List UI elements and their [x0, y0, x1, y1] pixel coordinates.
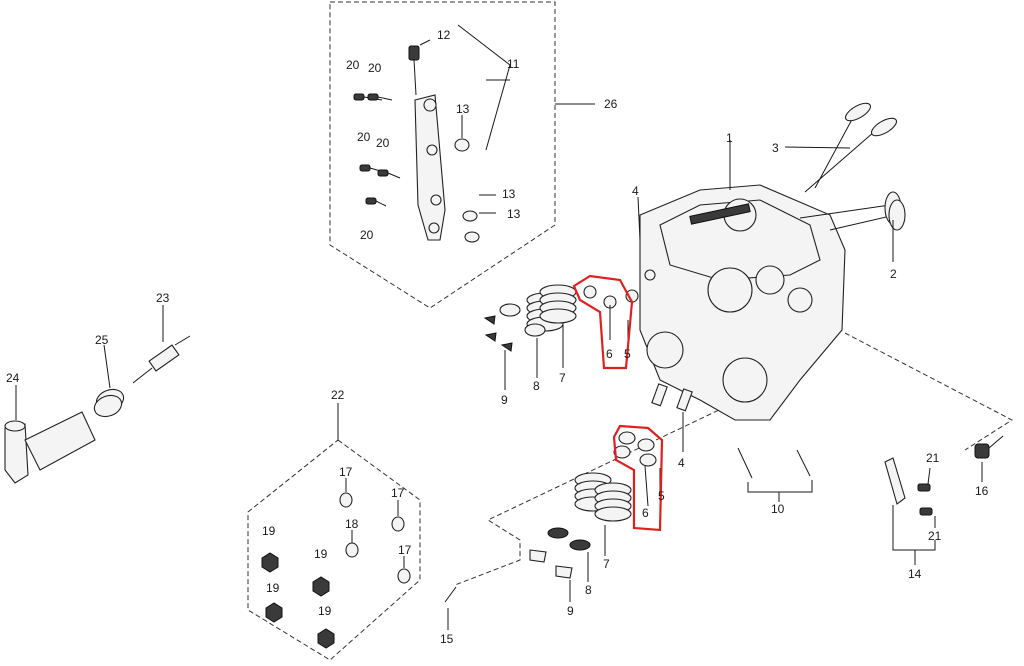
bracket-14 [884, 457, 933, 516]
valve-springs-upper [483, 269, 656, 352]
label-12: 12 [437, 28, 451, 42]
label-21b: 21 [928, 529, 942, 543]
label-18: 18 [345, 517, 359, 531]
label-15: 15 [440, 632, 454, 646]
label-7a: 7 [559, 371, 566, 385]
cylinder-head [639, 184, 846, 421]
dashed-leaders [454, 332, 1013, 586]
label-4a: 4 [632, 184, 639, 198]
label-16: 16 [975, 484, 989, 498]
label-8b: 8 [585, 583, 592, 597]
bolts-20 [353, 93, 401, 207]
label-22: 22 [331, 388, 345, 402]
label-8a: 8 [533, 379, 540, 393]
label-21a: 21 [926, 451, 940, 465]
group-box-26 [329, 1, 595, 309]
group-box-22 [247, 403, 421, 661]
nuts-19 [261, 552, 335, 649]
label-13b: 13 [502, 187, 516, 201]
label-9b: 9 [567, 604, 574, 618]
label-20c: 20 [357, 130, 371, 144]
stud-15 [444, 586, 457, 603]
plug-cap-24 [4, 411, 96, 484]
label-7b: 7 [603, 557, 610, 571]
label-20a: 20 [346, 58, 360, 72]
label-20d: 20 [376, 136, 390, 150]
label-9a: 9 [501, 393, 508, 407]
label-5b: 5 [658, 489, 665, 503]
label-19d: 19 [318, 604, 332, 618]
label-20b: 20 [368, 61, 382, 75]
label-6a: 6 [606, 347, 613, 361]
label-19b: 19 [314, 547, 328, 561]
washers-17-18 [339, 492, 411, 584]
label-13a: 13 [456, 102, 470, 116]
label-17a: 17 [339, 465, 353, 479]
rocker-bracket [408, 45, 446, 241]
part-labels: 1 2 3 4 4 5 5 6 6 7 7 8 8 9 9 10 11 12 1… [6, 28, 989, 646]
label-17b: 17 [391, 486, 405, 500]
sleeve-25 [93, 388, 125, 418]
label-17c: 17 [398, 543, 412, 557]
bolt-16 [974, 435, 1004, 459]
highlight-outline-upper [572, 274, 634, 370]
label-5a: 5 [624, 347, 631, 361]
label-20e: 20 [360, 228, 374, 242]
label-1: 1 [726, 131, 733, 145]
label-23: 23 [156, 291, 170, 305]
leader-lines [15, 24, 983, 630]
label-10: 10 [771, 502, 785, 516]
label-25: 25 [95, 333, 109, 347]
label-11: 11 [507, 57, 520, 71]
label-4b: 4 [678, 456, 685, 470]
valves [799, 102, 906, 231]
label-13c: 13 [507, 207, 521, 221]
studs-10 [737, 447, 811, 479]
label-2: 2 [890, 267, 897, 281]
o-rings-13 [454, 138, 480, 243]
spark-plug [132, 335, 191, 384]
label-6b: 6 [642, 506, 649, 520]
label-14: 14 [908, 567, 922, 581]
label-19c: 19 [266, 581, 280, 595]
label-24: 24 [6, 371, 20, 385]
label-26: 26 [604, 97, 618, 111]
label-3: 3 [772, 141, 779, 155]
valve-springs-lower [529, 431, 657, 579]
valve-guides [651, 383, 693, 412]
highlight-outline-lower [612, 424, 664, 532]
label-19a: 19 [262, 524, 276, 538]
